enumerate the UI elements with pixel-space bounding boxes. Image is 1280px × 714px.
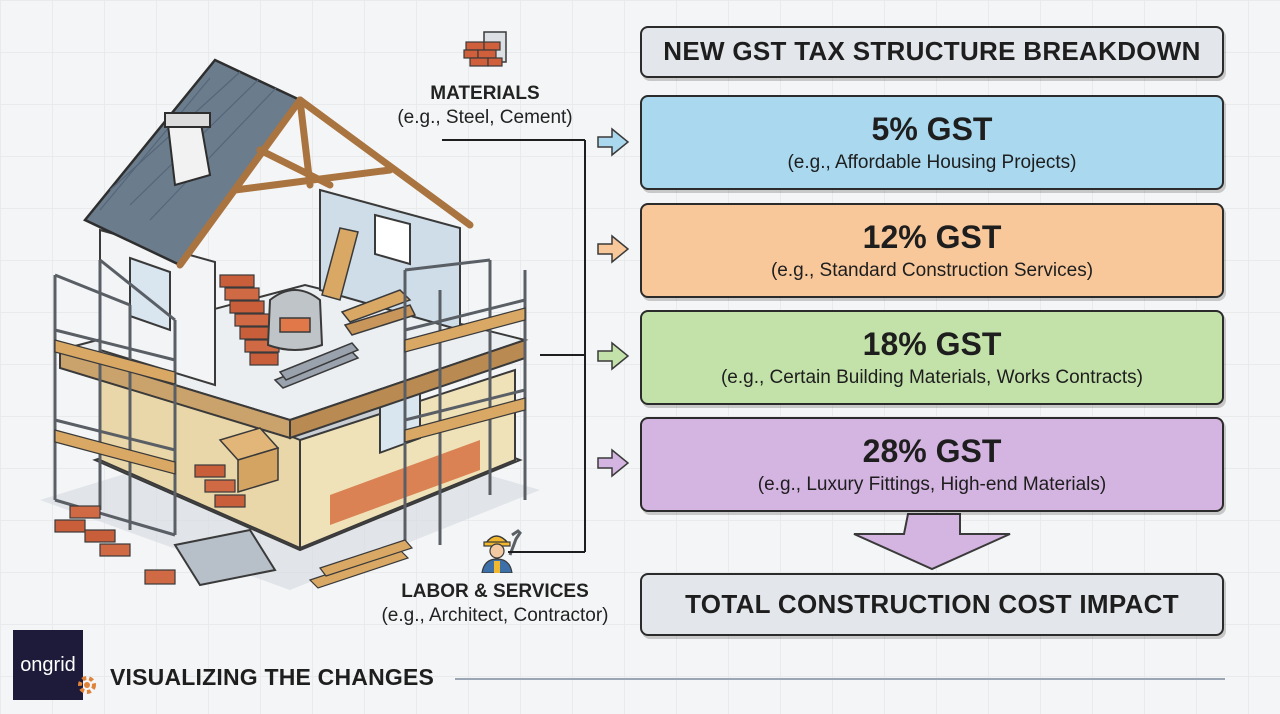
worker-icon [481, 529, 522, 573]
tier-example: (e.g., Standard Construction Services) [770, 260, 1094, 281]
labor-example: (e.g., Architect, Contractor) [381, 605, 609, 626]
house-under-construction-illustration [40, 58, 540, 590]
footer-title: VISUALIZING THE CHANGES [110, 664, 435, 690]
labor-label-block: LABOR & SERVICES (e.g., Architect, Contr… [355, 580, 635, 628]
ongrid-logo: ongrid [13, 630, 83, 700]
structure-title: NEW GST TAX STRUCTURE BREAKDOWN [663, 36, 1201, 66]
tier-example: (e.g., Certain Building Materials, Works… [720, 367, 1144, 388]
materials-label-block: MATERIALS (e.g., Steel, Cement) [370, 82, 600, 130]
tier-rate: 28% GST [862, 433, 1002, 469]
total-impact-label: TOTAL CONSTRUCTION COST IMPACT [685, 589, 1179, 619]
footer-divider [455, 678, 1225, 680]
labor-title: LABOR & SERVICES [401, 581, 589, 602]
bricks-icon [463, 31, 507, 67]
tier-box-18: 18% GST (e.g., Certain Building Material… [640, 310, 1224, 405]
logo-text: ongrid [20, 653, 76, 676]
tier-example: (e.g., Affordable Housing Projects) [787, 152, 1077, 173]
tier-box-12: 12% GST (e.g., Standard Construction Ser… [640, 203, 1224, 298]
tier-box-28: 28% GST (e.g., Luxury Fittings, High-end… [640, 417, 1224, 512]
tier-example: (e.g., Luxury Fittings, High-end Materia… [757, 474, 1107, 495]
tier-box-5: 5% GST (e.g., Affordable Housing Project… [640, 95, 1224, 190]
materials-example: (e.g., Steel, Cement) [397, 107, 573, 128]
gear-icon [78, 676, 96, 694]
tier-rate: 18% GST [862, 326, 1002, 362]
tier-rate: 12% GST [862, 219, 1002, 255]
tier-rate: 5% GST [871, 111, 993, 147]
total-impact-box: TOTAL CONSTRUCTION COST IMPACT [640, 573, 1224, 636]
structure-title-box: NEW GST TAX STRUCTURE BREAKDOWN [640, 26, 1224, 78]
materials-title: MATERIALS [430, 83, 540, 104]
